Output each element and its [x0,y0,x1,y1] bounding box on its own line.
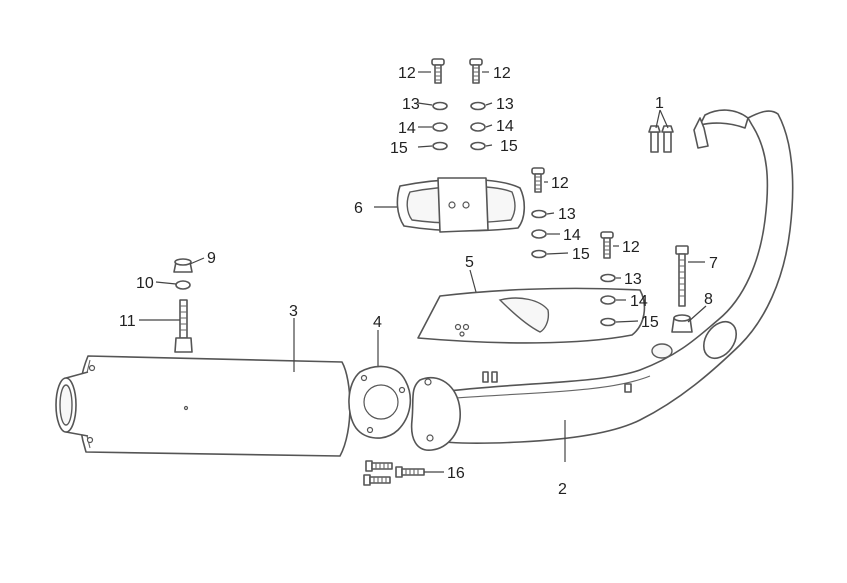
muffler-mount-hardware [173,258,193,353]
studs [648,125,674,153]
callout-13: 13 [402,96,420,113]
callout-14: 14 [496,118,514,135]
bolt-set-top-left [431,58,448,151]
callout-15: 15 [390,140,408,157]
callout-16: 16 [447,465,465,482]
leader-lines [139,71,707,473]
callout-12: 12 [398,65,416,82]
callout-12: 12 [622,239,640,256]
callout-2: 2 [558,481,567,498]
callout-15: 15 [641,314,659,331]
exhaust-pipe [410,109,794,451]
callout-labels: 1 2 3 4 5 6 7 8 9 10 11 12 13 14 15 12 1… [119,65,718,498]
bracket [396,177,526,233]
callout-8: 8 [704,291,713,308]
heat-shield [417,287,646,344]
bolt-set-lower-right [600,231,616,327]
callout-11: 11 [119,313,136,330]
callout-15: 15 [572,246,590,263]
stud-bolt [675,245,689,307]
callout-14: 14 [398,120,416,137]
callout-4: 4 [373,314,382,331]
callout-1: 1 [655,95,664,112]
bolt-set-middle [531,167,547,259]
callout-10: 10 [136,275,154,292]
callout-5: 5 [465,254,474,271]
callout-7: 7 [709,255,718,272]
callout-12: 12 [551,175,569,192]
nut [671,314,693,333]
callout-6: 6 [354,200,363,217]
callout-14: 14 [630,293,648,310]
callout-3: 3 [289,303,298,320]
bolt-set-top-right [469,58,486,151]
callout-13: 13 [496,96,514,113]
callout-9: 9 [207,250,216,267]
gasket [348,365,412,439]
callout-12: 12 [493,65,511,82]
callout-13: 13 [558,206,576,223]
callout-15: 15 [500,138,518,155]
callout-14: 14 [563,227,581,244]
flange-bolts [363,460,425,486]
callout-13: 13 [624,271,642,288]
muffler [55,355,351,457]
